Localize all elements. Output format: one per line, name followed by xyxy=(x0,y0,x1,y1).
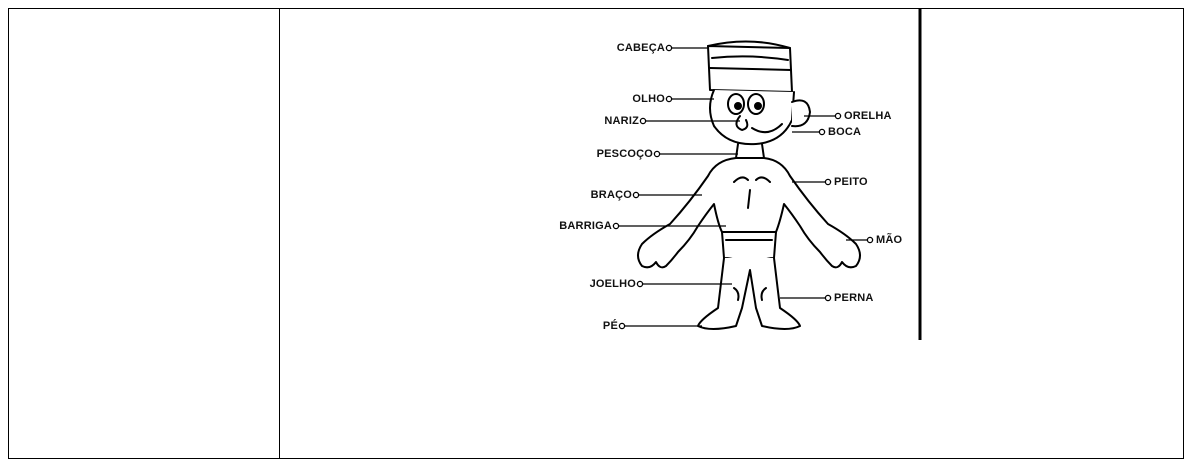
label-mao: MÃO xyxy=(876,234,902,246)
label-pescoco: PESCOÇO xyxy=(597,148,653,160)
table-cell-left xyxy=(9,9,280,458)
label-peito: PEITO xyxy=(834,176,868,188)
body-parts-diagram: CABEÇA OLHO NARIZ PESCOÇO BRAÇO BARRIGA … xyxy=(530,8,922,340)
label-braco: BRAÇO xyxy=(591,189,632,201)
label-perna: PERNA xyxy=(834,292,874,304)
label-cabeca: CABEÇA xyxy=(617,42,665,54)
boy-figure-illustration xyxy=(530,8,922,340)
label-nariz: NARIZ xyxy=(604,115,639,127)
label-joelho: JOELHO xyxy=(590,278,636,290)
label-barriga: BARRIGA xyxy=(559,220,612,232)
label-orelha: ORELHA xyxy=(844,110,892,122)
label-boca: BOCA xyxy=(828,126,861,138)
label-olho: OLHO xyxy=(632,93,665,105)
label-pe: PÉ xyxy=(603,320,618,332)
